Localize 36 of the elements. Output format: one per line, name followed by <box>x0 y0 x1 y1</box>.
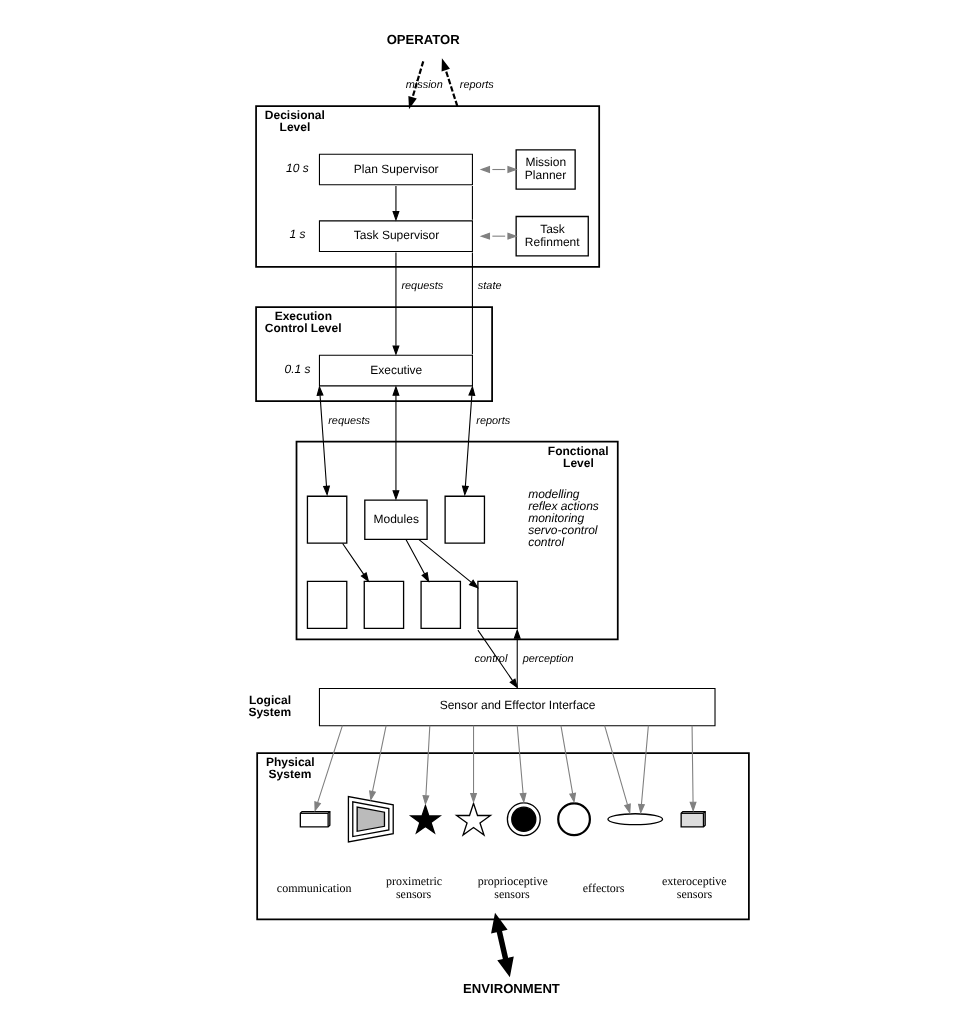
arrow <box>404 539 429 583</box>
arrow <box>407 61 424 110</box>
arrow <box>421 725 430 806</box>
node-box <box>419 580 461 630</box>
node-picture <box>453 801 492 837</box>
arrow <box>490 912 513 978</box>
arrow <box>636 725 648 815</box>
node-box <box>305 495 347 544</box>
node-picture <box>407 803 441 835</box>
node-box <box>476 580 517 630</box>
connector <box>470 252 472 355</box>
node-ellipse <box>606 813 663 826</box>
arrow <box>559 725 576 804</box>
arrow <box>515 725 526 804</box>
arrow <box>417 539 478 589</box>
arrow <box>476 629 518 689</box>
arrow <box>688 725 696 813</box>
arrow <box>468 725 477 804</box>
arrow <box>512 628 520 688</box>
arrow <box>391 185 399 222</box>
arrow <box>368 725 386 802</box>
arrow <box>603 725 630 815</box>
arrow <box>440 58 458 107</box>
arrow <box>341 542 369 583</box>
node-box <box>305 580 347 630</box>
node-box <box>443 495 485 544</box>
arrow <box>391 252 399 356</box>
arrow <box>391 385 399 501</box>
arrow <box>313 725 342 813</box>
arrow <box>478 232 517 240</box>
arrow <box>460 385 475 497</box>
node-circle <box>556 802 590 837</box>
connector <box>470 185 472 221</box>
arrow <box>478 165 517 174</box>
node-box <box>362 580 404 630</box>
arrow <box>315 385 330 497</box>
